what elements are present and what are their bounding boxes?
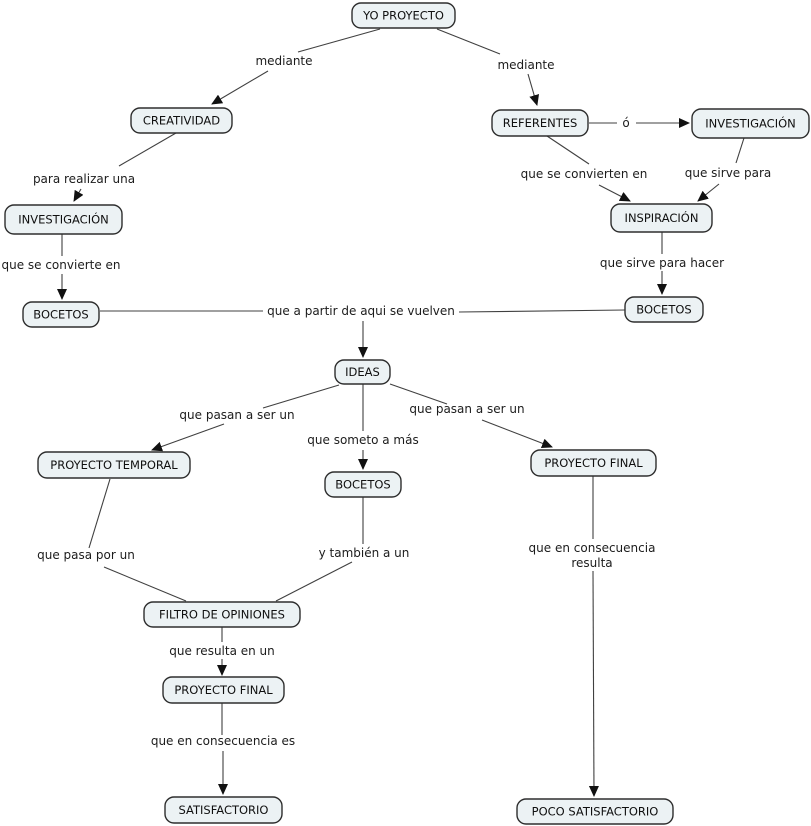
edge-que-a-partir-bocetos-right [458, 309, 626, 313]
node-investigacion-right[interactable]: INVESTIGACIÓN [691, 108, 810, 139]
linking-phrase-que-pasan-a-ser-un-left[interactable]: que pasan a ser un [179, 408, 294, 422]
linking-phrase-para-realizar-una[interactable]: para realizar una [33, 172, 135, 186]
edge-ideas-proyecto-temporal-seg1 [262, 384, 340, 409]
edge-proyecto-temporal-filtro-de-opiniones-seg2 [103, 566, 187, 602]
node-poco-satisfactorio[interactable]: POCO SATISFACTORIO [516, 798, 674, 825]
node-label-poco-satisfactorio: POCO SATISFACTORIO [532, 805, 659, 819]
node-label-inspiracion: INSPIRACIÓN [625, 210, 699, 225]
node-label-bocetos-right: BOCETOS [636, 303, 691, 317]
linking-phrases-layer: mediante mediante ó para realizar una que se… [1, 54, 771, 748]
node-box-proyecto-final-right[interactable] [530, 449, 657, 477]
node-bocetos-left[interactable]: BOCETOS [22, 301, 100, 328]
node-label-investigacion-left: INVESTIGACIÓN [18, 212, 109, 227]
node-box-bocetos-right[interactable] [624, 296, 704, 323]
edges-layer [57, 28, 745, 797]
linking-phrase-que-resulta-en-un[interactable]: que resulta en un [169, 644, 275, 658]
node-box-satisfactorio[interactable] [164, 796, 283, 824]
node-box-bocetos-left[interactable] [22, 301, 100, 328]
edge-creatividad-investigacion-left-seg2 [73, 188, 84, 202]
node-box-investigacion-right[interactable] [691, 108, 810, 139]
edge-ideas-proyecto-temporal-seg2 [151, 423, 225, 452]
edge-proyecto-final-right-poco-satisfactorio-seg2 [588, 570, 599, 797]
node-label-bocetos-middle: BOCETOS [335, 478, 390, 492]
node-label-filtro-de-opiniones: FILTRO DE OPINIONES [159, 608, 285, 622]
linking-phrase-que-sirve-para-hacer[interactable]: que sirve para hacer [600, 256, 724, 270]
node-label-yo-proyecto: YO PROYECTO [362, 9, 444, 23]
linking-phrase-mediante-right[interactable]: mediante [497, 58, 554, 72]
node-box-proyecto-temporal[interactable] [37, 451, 191, 479]
node-label-bocetos-left: BOCETOS [33, 308, 88, 322]
linking-phrase-que-se-convierten-en[interactable]: que se convierten en [521, 167, 648, 181]
node-creatividad[interactable]: CREATIVIDAD [130, 107, 233, 134]
node-bocetos-right[interactable]: BOCETOS [624, 296, 704, 323]
edge-referentes-inspiracion-seg1 [546, 135, 590, 165]
node-box-ideas[interactable] [334, 359, 391, 385]
edge-ideas-proyecto-final-right-seg1 [389, 383, 448, 405]
edge-creatividad-investigacion-left-seg1 [118, 132, 177, 167]
node-box-proyecto-final-bottom[interactable] [162, 676, 285, 704]
nodes-layer: YO PROYECTO CREATIVIDAD INVESTIGACIÓN BOCET… [4, 2, 810, 825]
linking-phrase-que-someto-a-mas[interactable]: que someto a más [307, 433, 418, 447]
node-box-referentes[interactable] [491, 109, 589, 137]
node-label-proyecto-final-right: PROYECTO FINAL [544, 456, 643, 470]
edge-ideas-proyecto-final-right-seg2 [481, 419, 553, 449]
node-inspiracion[interactable]: INSPIRACIÓN [610, 203, 713, 233]
node-box-yo-proyecto[interactable] [351, 2, 456, 29]
linking-phrase-que-en-consecuencia-es[interactable]: que en consecuencia es [151, 734, 295, 748]
node-referentes[interactable]: REFERENTES [491, 109, 589, 137]
edge-yo-proyecto-referentes-seg1 [436, 28, 501, 55]
edge-investigacion-right-inspiracion-seg2 [697, 183, 720, 202]
linking-phrase-que-a-partir[interactable]: que a partir de aqui se vuelven [267, 304, 455, 318]
node-filtro-de-opiniones[interactable]: FILTRO DE OPINIONES [143, 601, 301, 628]
linking-phrase-que-sirve-para[interactable]: que sirve para [685, 166, 772, 180]
linking-phrase-que-pasa-por-un[interactable]: que pasa por un [37, 548, 135, 562]
node-box-poco-satisfactorio[interactable] [516, 798, 674, 825]
node-bocetos-middle[interactable]: BOCETOS [324, 471, 402, 498]
edge-investigacion-right-inspiracion-seg1 [735, 137, 745, 164]
node-yo-proyecto[interactable]: YO PROYECTO [351, 2, 456, 29]
edge-yo-proyecto-creatividad-seg2 [211, 70, 269, 105]
edge-yo-proyecto-referentes-seg2 [527, 73, 540, 106]
node-investigacion-left[interactable]: INVESTIGACIÓN [4, 204, 123, 235]
node-box-creatividad[interactable] [130, 107, 233, 134]
linking-phrase-mediante-left[interactable]: mediante [255, 54, 312, 68]
edge-proyecto-temporal-filtro-de-opiniones-seg1 [88, 478, 111, 549]
node-ideas[interactable]: IDEAS [334, 359, 391, 385]
node-label-proyecto-temporal: PROYECTO TEMPORAL [50, 458, 178, 472]
node-proyecto-final-bottom[interactable]: PROYECTO FINAL [162, 676, 285, 704]
node-box-investigacion-left[interactable] [4, 204, 123, 235]
node-proyecto-temporal[interactable]: PROYECTO TEMPORAL [37, 451, 191, 479]
node-label-referentes: REFERENTES [503, 116, 578, 130]
node-satisfactorio[interactable]: SATISFACTORIO [164, 796, 283, 824]
node-label-proyecto-final-bottom: PROYECTO FINAL [174, 683, 273, 697]
node-label-creatividad: CREATIVIDAD [143, 114, 220, 128]
linking-phrase-y-tambien-a-un[interactable]: y también a un [319, 546, 410, 560]
node-label-satisfactorio: SATISFACTORIO [179, 803, 269, 817]
node-label-ideas: IDEAS [345, 365, 380, 379]
node-box-bocetos-middle[interactable] [324, 471, 402, 498]
node-label-investigacion-right: INVESTIGACIÓN [705, 116, 796, 131]
linking-phrase-que-pasan-a-ser-un-right[interactable]: que pasan a ser un [409, 402, 524, 416]
edge-referentes-inspiracion-seg2 [598, 184, 631, 202]
linking-phrase-que-se-convierte-en[interactable]: que se convierte en [1, 258, 120, 272]
edge-yo-proyecto-creatividad-seg1 [297, 28, 381, 53]
node-box-filtro-de-opiniones[interactable] [143, 601, 301, 628]
linking-phrase-o[interactable]: ó [622, 116, 629, 130]
node-box-inspiracion[interactable] [610, 203, 713, 233]
edge-bocetos-middle-filtro-de-opiniones-seg2 [275, 561, 353, 602]
node-proyecto-final-right[interactable]: PROYECTO FINAL [530, 449, 657, 477]
